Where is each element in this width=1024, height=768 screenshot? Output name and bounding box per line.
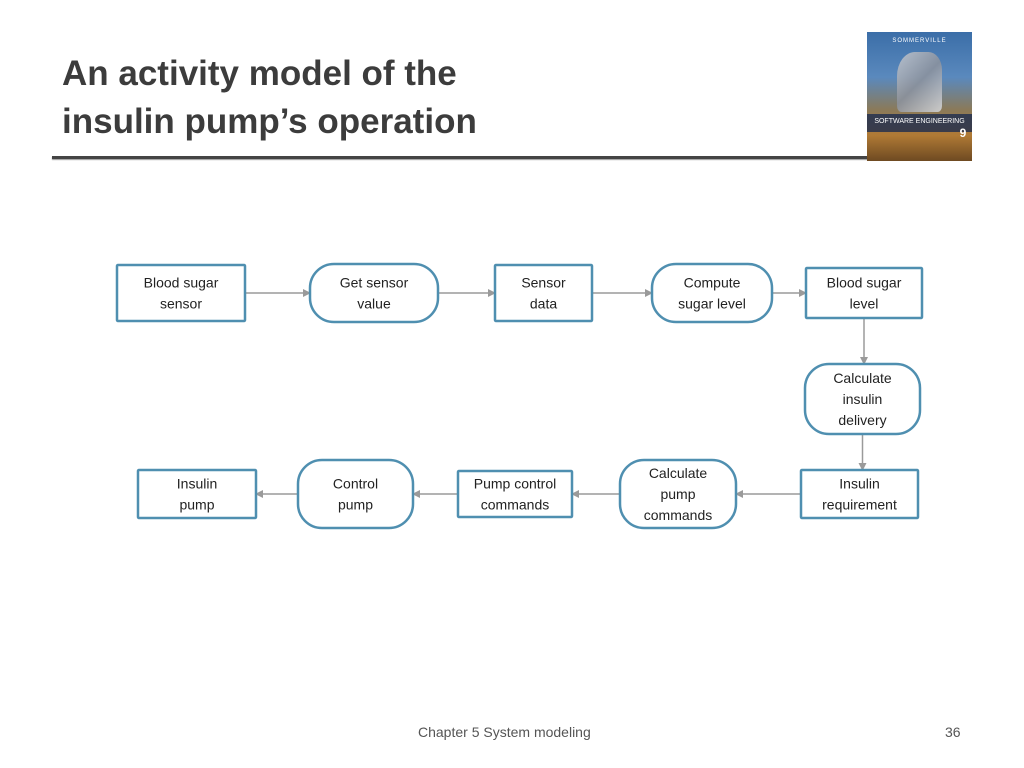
node-shape-blood-sugar-level — [804, 266, 924, 320]
node-label-sensor-data-2: data — [530, 296, 557, 312]
node-label-sensor-data-1: Sensor — [521, 275, 566, 291]
page-number: 36 — [945, 724, 961, 740]
node-label-blood-sugar-sensor-1: Blood sugar — [144, 275, 219, 291]
node-label-compute-sugar-level-1: Compute — [684, 275, 741, 291]
node-calculate-insulin-delivery: Calculate insulin delivery — [803, 362, 922, 436]
cover-brand: SOMMERVILLE — [892, 38, 947, 44]
node-shape-sensor-data — [493, 263, 594, 323]
node-label-blood-sugar-level-2: level — [850, 296, 879, 312]
node-blood-sugar-level: Blood sugar level — [804, 266, 924, 320]
node-shape-compute-sugar-level — [650, 262, 774, 324]
node-label-insulin-pump-2: pump — [179, 497, 214, 513]
slide-title-line-2: insulin pump’s operation — [62, 102, 477, 141]
node-label-control-pump-2: pump — [338, 497, 373, 513]
node-shape-insulin-pump — [136, 468, 258, 520]
node-label-insulin-pump-1: Insulin — [177, 476, 217, 492]
node-shape-pump-control-commands — [456, 469, 574, 519]
node-blood-sugar-sensor: Blood sugar sensor — [115, 263, 247, 323]
slide-title-line-1: An activity model of the — [62, 54, 457, 93]
node-shape-get-sensor-value — [308, 262, 440, 324]
cover-book-name: SOFTWARE ENGINEERING — [874, 118, 965, 125]
node-label-calculate-insulin-delivery-1: Calculate — [833, 370, 892, 386]
node-control-pump: Control pump — [296, 458, 415, 530]
node-label-control-pump-1: Control — [333, 476, 378, 492]
node-label-pump-control-commands-1: Pump control — [474, 476, 556, 492]
footer-chapter: Chapter 5 System modeling — [418, 724, 591, 740]
node-label-calculate-pump-commands-1: Calculate — [649, 465, 708, 481]
node-pump-control-commands: Pump control commands — [456, 469, 574, 519]
node-calculate-pump-commands: Calculate pump commands — [618, 458, 738, 530]
title-divider — [52, 156, 870, 159]
node-label-insulin-requirement-2: requirement — [822, 497, 897, 513]
node-label-get-sensor-value-1: Get sensor — [340, 275, 409, 291]
node-label-calculate-insulin-delivery-3: delivery — [838, 412, 886, 428]
node-label-blood-sugar-level-1: Blood sugar — [827, 275, 902, 291]
node-label-get-sensor-value-2: value — [357, 296, 391, 312]
cover-edition: 9 — [959, 126, 967, 140]
cover-building-art — [897, 52, 942, 112]
node-sensor-data: Sensor data — [493, 263, 594, 323]
node-shape-calculate-insulin-delivery — [803, 362, 922, 436]
cover-title-band — [867, 114, 972, 132]
node-label-calculate-pump-commands-2: pump — [660, 486, 695, 502]
slide-title: An activity model of the insulin pump’s … — [62, 50, 822, 146]
node-shape-blood-sugar-sensor — [115, 263, 247, 323]
node-get-sensor-value: Get sensor value — [308, 262, 440, 324]
node-label-pump-control-commands-2: commands — [481, 497, 549, 513]
node-label-calculate-insulin-delivery-2: insulin — [843, 391, 883, 407]
node-insulin-requirement: Insulin requirement — [799, 468, 920, 520]
node-compute-sugar-level: Compute sugar level — [650, 262, 774, 324]
book-cover-image: SOMMERVILLE SOFTWARE ENGINEERING 9 — [867, 32, 972, 161]
node-label-insulin-requirement-1: Insulin — [839, 476, 879, 492]
node-label-blood-sugar-sensor-2: sensor — [160, 296, 202, 312]
node-label-calculate-pump-commands-3: commands — [644, 507, 712, 523]
node-shape-insulin-requirement — [799, 468, 920, 520]
node-shape-calculate-pump-commands — [618, 458, 738, 530]
node-insulin-pump: Insulin pump — [136, 468, 258, 520]
node-label-compute-sugar-level-2: sugar level — [678, 296, 746, 312]
node-shape-control-pump — [296, 458, 415, 530]
